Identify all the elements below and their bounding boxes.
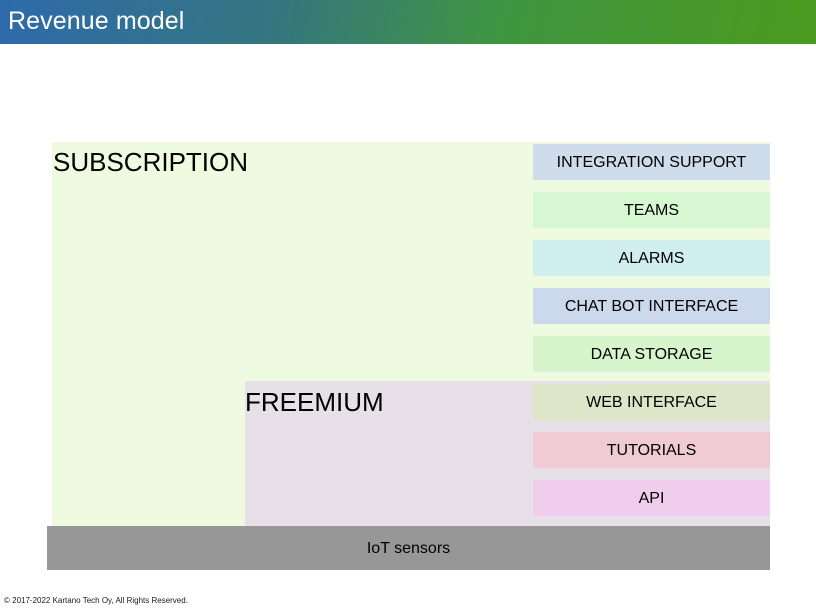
feature-label: DATA STORAGE [590,345,713,363]
feature-block-teams[interactable]: TEAMS [533,192,770,228]
page-title: Revenue model [8,7,185,35]
slide-header-banner: Revenue model [0,0,816,44]
feature-block-chat-bot-interface[interactable]: CHAT BOT INTERFACE [533,288,770,324]
feature-block-web-interface[interactable]: WEB INTERFACE [533,384,770,420]
feature-block-api[interactable]: API [533,480,770,516]
feature-label: WEB INTERFACE [586,393,717,411]
feature-label: TUTORIALS [606,441,697,459]
feature-block-alarms[interactable]: ALARMS [533,240,770,276]
platform-bar-label: IoT sensors [366,539,451,557]
feature-block-integration-support[interactable]: INTEGRATION SUPPORT [533,144,770,180]
revenue-model-diagram: SUBSCRIPTION FREEMIUM INTEGRATION SUPPOR… [0,44,816,613]
feature-label: INTEGRATION SUPPORT [556,153,747,171]
feature-block-data-storage[interactable]: DATA STORAGE [533,336,770,372]
tier-freemium-label: FREEMIUM [245,387,384,417]
feature-label: TEAMS [623,201,680,219]
tier-subscription-label: SUBSCRIPTION [53,147,249,177]
feature-block-tutorials[interactable]: TUTORIALS [533,432,770,468]
footer-copyright: © 2017-2022 Kartano Tech Oy, All Rights … [4,596,188,605]
platform-bar-iot-sensors[interactable]: IoT sensors [47,526,770,570]
feature-label: API [638,489,665,507]
feature-label: ALARMS [618,249,685,267]
feature-label: CHAT BOT INTERFACE [564,297,739,315]
